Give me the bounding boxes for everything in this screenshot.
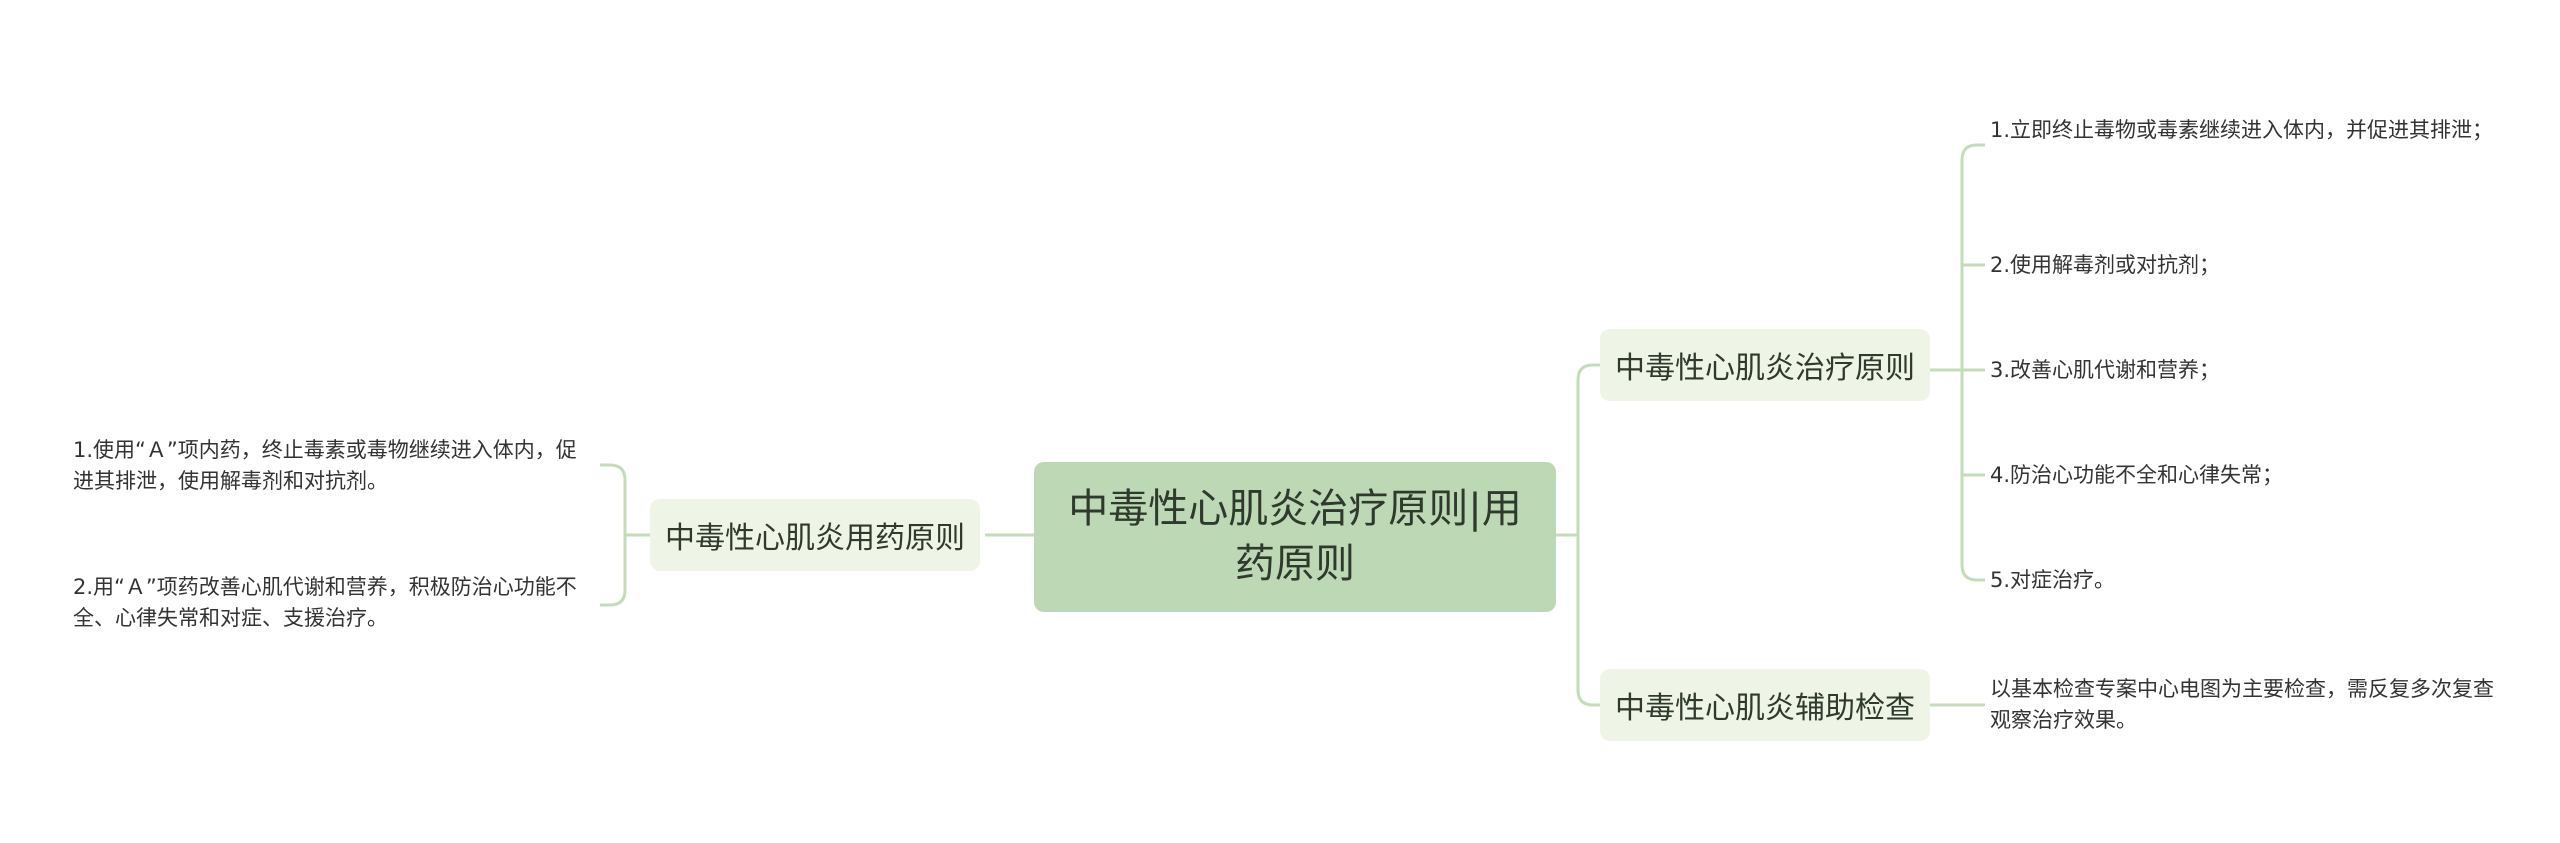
treatment-item-3[interactable]: 3.改善心肌代谢和营养； — [1990, 358, 2221, 382]
branch-medication[interactable]: 中毒性心肌炎用药原则 — [650, 499, 980, 571]
branch-exam[interactable]: 中毒性心肌炎辅助检查 — [1600, 669, 1930, 741]
treatment-item-4[interactable]: 4.防治心功能不全和心律失常； — [1990, 463, 2284, 487]
branch-medication-label: 中毒性心肌炎用药原则 — [665, 521, 965, 556]
root-topic-text: 中毒性心肌炎治疗原则|用药原则 — [1068, 486, 1522, 587]
connector-right-trunk — [1576, 363, 1600, 707]
medication-item-2[interactable]: 2.用“Ａ”项药改善心肌代谢和营养，积极防治心功能不全、心律失常和对症、支援治疗… — [73, 575, 577, 630]
connector-treatment-trunk — [1960, 143, 1985, 582]
treatment-item-5[interactable]: 5.对症治疗。 — [1990, 568, 2116, 592]
branch-exam-label: 中毒性心肌炎辅助检查 — [1615, 691, 1915, 726]
treatment-item-1[interactable]: 1.立即终止毒物或毒素继续进入体内，并促进其排泄； — [1990, 118, 2494, 142]
branch-treatment-label: 中毒性心肌炎治疗原则 — [1615, 351, 1915, 386]
connector-medication-trunk — [600, 463, 627, 607]
treatment-item-2[interactable]: 2.使用解毒剂或对抗剂； — [1990, 253, 2221, 277]
branch-treatment[interactable]: 中毒性心肌炎治疗原则 — [1600, 329, 1930, 401]
medication-item-1[interactable]: 1.使用“Ａ”项内药，终止毒素或毒物继续进入体内，促进其排泄，使用解毒剂和对抗剂… — [73, 438, 577, 493]
exam-item-1[interactable]: 以基本检查专案中心电图为主要检查，需反复多次复查观察治疗效果。 — [1990, 677, 2494, 732]
root-topic[interactable]: 中毒性心肌炎治疗原则|用药原则 — [1034, 462, 1556, 612]
